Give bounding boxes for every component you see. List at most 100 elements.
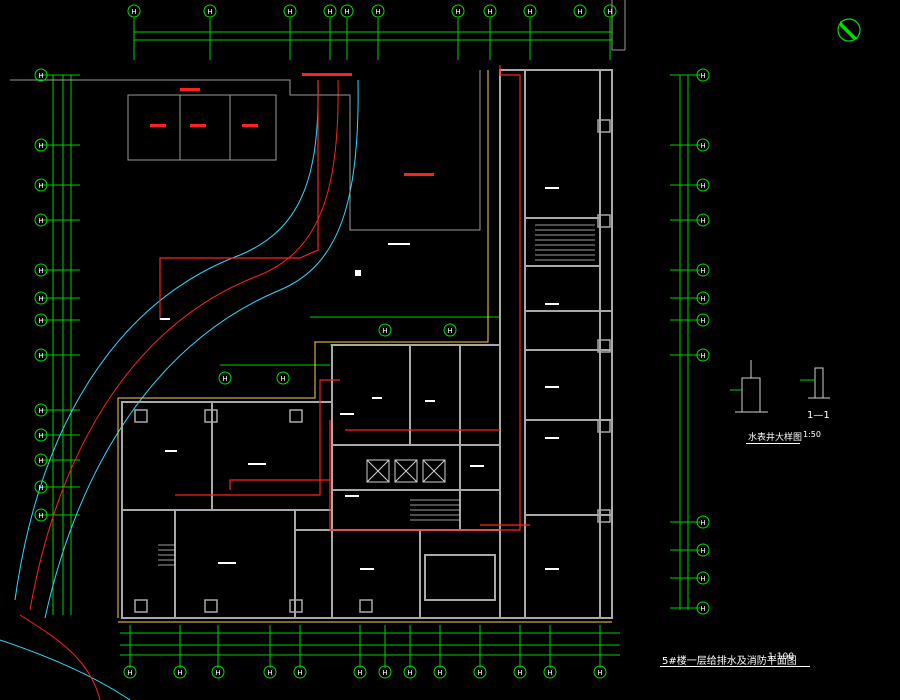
grid-bubble-top-5 [340,4,354,18]
elevator-shafts [366,459,446,483]
grid-label-left-10: H [38,432,43,440]
grid-label-left-1: H [38,72,43,80]
detail-underline [746,443,800,444]
grid-bubble-left-7 [34,313,48,327]
grid-bubble-right-1 [696,68,710,82]
grid-label-top-11: H [577,8,582,16]
grid-label-left-9: H [38,407,43,415]
grid-bubble-top-8 [483,4,497,18]
grid-bubble-left-6 [34,291,48,305]
grid-label-bottom-8: H [407,669,412,677]
grid-bubble-bottom-7 [378,665,392,679]
grid-label-bottom-3: H [215,669,220,677]
grid-bubble-top-3 [283,4,297,18]
grid-bubble-left-5 [34,263,48,277]
grid-bubble-top-2 [203,4,217,18]
grid-label-bottom-6: H [357,669,362,677]
grid-label-bottom-12: H [547,669,552,677]
grid-label-top-1: H [131,8,136,16]
grid-bubble-left-12 [34,480,48,494]
grid-label-top-9: H [527,8,532,16]
grid-label-right-5: H [700,267,705,275]
grid-bubble-right-9 [696,515,710,529]
grid-label-left-12: H [38,484,43,492]
grid-label-right-12: H [700,605,705,613]
site-boundary [10,0,626,231]
grid-bubble-bottom-1 [123,665,137,679]
grid-label-bottom-11: H [517,669,522,677]
grid-label-bottom-2: H [177,669,182,677]
grid-bubble-bottom-13 [593,665,607,679]
grid-bubble-inner-2 [276,371,290,385]
grid-bubble-right-8 [696,348,710,362]
supply-pipes [159,65,530,531]
grid-label-right-1: H [700,72,705,80]
title-underline [660,666,810,667]
grid-bubble-left-3 [34,178,48,192]
grid-bubble-right-2 [696,138,710,152]
grid-label-left-7: H [38,317,43,325]
grid-label-left-8: H [38,352,43,360]
grid-bubble-inner-4 [443,323,457,337]
grid-bubble-right-11 [696,571,710,585]
drawing-title: 5#楼一层给排水及消防平面图 [662,656,797,667]
stair-treads [158,224,595,566]
grid-label-top-3: H [287,8,292,16]
north-arrow-icon [837,18,861,42]
grid-label-right-11: H [700,575,705,583]
grid-bubble-right-3 [696,178,710,192]
grid-bubble-bottom-4 [263,665,277,679]
grid-bubble-inner-1 [218,371,232,385]
grid-label-left-2: H [38,142,43,150]
grid-label-left-13: H [38,512,43,520]
grid-bubble-right-6 [696,291,710,305]
grid-label-top-4: H [327,8,332,16]
grid-label-left-3: H [38,182,43,190]
grid-label-right-4: H [700,217,705,225]
detail-title: 水表井大样图 [748,433,803,443]
grid-bubble-left-1 [34,68,48,82]
grid-bubble-left-10 [34,428,48,442]
grid-label-top-8: H [487,8,492,16]
grid-bubble-inner-3 [378,323,392,337]
grid-label-bottom-7: H [382,669,387,677]
grid-label-bottom-10: H [477,669,482,677]
grid-bubble-right-4 [696,213,710,227]
grid-label-top-5: H [344,8,349,16]
grid-bubble-bottom-3 [211,665,225,679]
grid-bubble-bottom-9 [433,665,447,679]
grid-bubbles: H H H H H H H H H H H H H H H H H H H H H H H H H H H H H H H H H H H H H H H H… [34,4,710,679]
grid-bubble-bottom-6 [353,665,367,679]
grid-label-right-8: H [700,352,705,360]
grid-bubble-top-4 [323,4,337,18]
grid-label-inner-1: H [222,375,227,383]
grid-bubble-right-12 [696,601,710,615]
grid-label-top-10: H [607,8,612,16]
grid-label-right-2: H [700,142,705,150]
grid-label-inner-3: H [382,327,387,335]
meter-pit-detail [730,360,830,413]
grid-label-right-3: H [700,182,705,190]
grid-label-right-10: H [700,547,705,555]
grid-bubble-top-7 [451,4,465,18]
grid-label-right-9: H [700,519,705,527]
grid-label-inner-2: H [280,375,285,383]
grid-bubble-bottom-11 [513,665,527,679]
grid-bubble-top-10 [603,4,617,18]
red-annotations [150,73,434,176]
grid-label-bottom-1: H [127,669,132,677]
grid-label-inner-4: H [447,327,452,335]
grid-label-right-7: H [700,317,705,325]
grid-label-bottom-5: H [297,669,302,677]
grid-bubble-bottom-8 [403,665,417,679]
grid-bubble-right-5 [696,263,710,277]
grid-bubble-right-7 [696,313,710,327]
detail-scale: 1:50 [803,430,821,439]
grid-bubble-left-11 [34,453,48,467]
grid-label-right-6: H [700,295,705,303]
grid-bubble-top-6 [371,4,385,18]
grid-label-bottom-4: H [267,669,272,677]
grid-bubble-bottom-2 [173,665,187,679]
grid-label-left-5: H [38,267,43,275]
